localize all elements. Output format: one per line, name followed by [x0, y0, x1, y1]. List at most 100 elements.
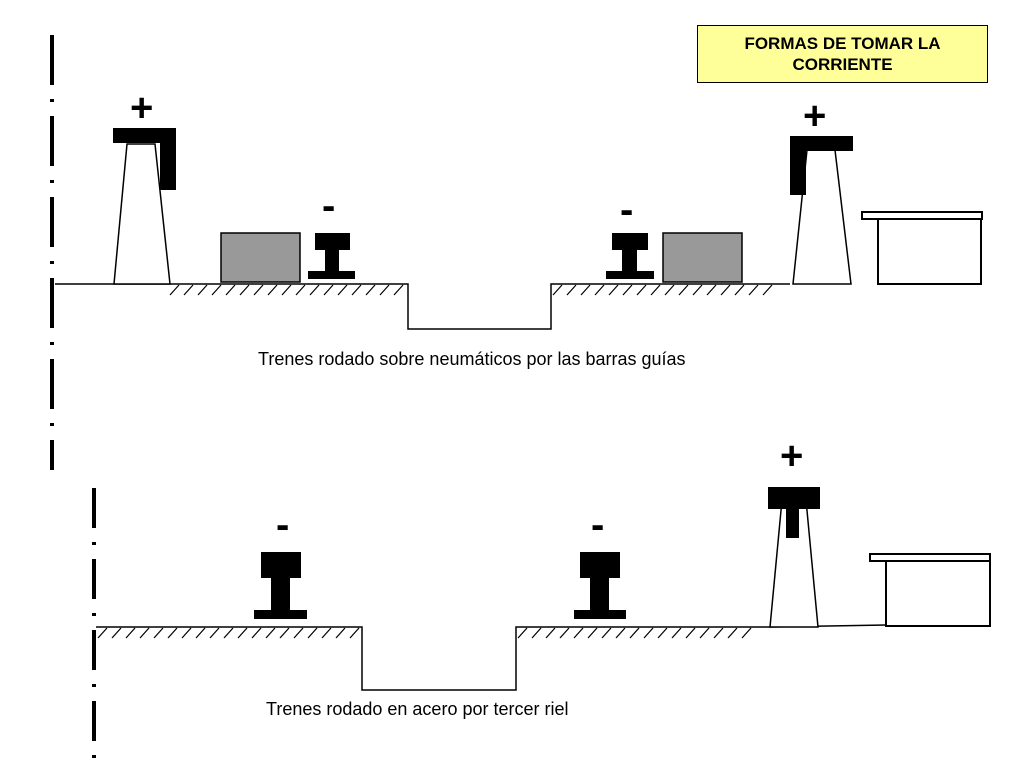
- right-guide-bar: [662, 232, 743, 283]
- hatch-mark: [181, 627, 192, 639]
- hatch-mark: [587, 627, 598, 639]
- bottom-ground-hatching-right: [517, 627, 752, 639]
- hatch-mark: [393, 284, 404, 296]
- bottom-right-negative-sign: -: [591, 503, 605, 547]
- hatch-mark: [251, 627, 262, 639]
- hatch-mark: [629, 627, 640, 639]
- left-negative-rail: [308, 233, 355, 279]
- hatch-mark: [552, 284, 563, 296]
- hatch-mark: [545, 627, 556, 639]
- hatch-mark: [720, 284, 731, 296]
- hatch-mark: [111, 627, 122, 639]
- hatch-mark: [573, 627, 584, 639]
- hatch-mark: [636, 284, 647, 296]
- hatch-mark: [594, 284, 605, 296]
- hatch-mark: [566, 284, 577, 296]
- hatch-mark: [223, 627, 234, 639]
- hatch-mark: [657, 627, 668, 639]
- hatch-mark: [734, 284, 745, 296]
- hatch-mark: [685, 627, 696, 639]
- hatch-mark: [727, 627, 738, 639]
- hatch-mark: [580, 284, 591, 296]
- hatch-mark: [153, 627, 164, 639]
- bottom-ground-line: [96, 624, 887, 691]
- hatch-mark: [295, 284, 306, 296]
- hatch-mark: [209, 627, 220, 639]
- bottom-left-negative-sign: -: [276, 503, 290, 547]
- hatch-mark: [608, 284, 619, 296]
- hatch-mark: [517, 627, 528, 639]
- hatch-mark: [559, 627, 570, 639]
- top-ground-hatching-left: [169, 284, 404, 296]
- bottom-platform-edge: [869, 553, 991, 562]
- hatch-mark: [699, 627, 710, 639]
- top-right-negative-sign: -: [620, 188, 634, 232]
- hatch-mark: [253, 284, 264, 296]
- hatch-mark: [225, 284, 236, 296]
- hatch-mark: [237, 627, 248, 639]
- hatch-mark: [167, 627, 178, 639]
- hatch-mark: [139, 627, 150, 639]
- top-left-positive-sign: +: [130, 86, 154, 130]
- left-guide-bar: [220, 232, 301, 283]
- hatch-mark: [643, 627, 654, 639]
- hatch-mark: [195, 627, 206, 639]
- bottom-left-negative-rail: [254, 552, 307, 619]
- bottom-ground-hatching-left: [97, 627, 360, 639]
- hatch-mark: [671, 627, 682, 639]
- hatch-mark: [309, 284, 320, 296]
- hatch-mark: [335, 627, 346, 639]
- hatch-mark: [197, 284, 208, 296]
- hatch-mark: [748, 284, 759, 296]
- left-positive-collector: [113, 128, 176, 190]
- hatch-mark: [239, 284, 250, 296]
- third-rail-positive-collector: [768, 487, 820, 538]
- top-right-positive-sign: +: [803, 94, 827, 138]
- hatch-mark: [622, 284, 633, 296]
- hatch-mark: [307, 627, 318, 639]
- hatch-mark: [601, 627, 612, 639]
- hatch-mark: [337, 284, 348, 296]
- hatch-mark: [365, 284, 376, 296]
- hatch-mark: [267, 284, 278, 296]
- top-left-negative-sign: -: [322, 184, 336, 228]
- title-text: FORMAS DE TOMAR LA CORRIENTE: [744, 34, 941, 74]
- hatch-mark: [762, 284, 773, 296]
- top-diagram: [50, 35, 983, 470]
- hatch-mark: [713, 627, 724, 639]
- top-ground-hatching-right: [552, 284, 773, 296]
- top-diagram-caption: Trenes rodado sobre neumáticos por las b…: [258, 349, 686, 369]
- hatch-mark: [125, 627, 136, 639]
- hatch-mark: [706, 284, 717, 296]
- hatch-mark: [321, 627, 332, 639]
- hatch-mark: [293, 627, 304, 639]
- hatch-mark: [169, 284, 180, 296]
- hatch-mark: [531, 627, 542, 639]
- top-ground-line: [55, 283, 790, 330]
- hatch-mark: [279, 627, 290, 639]
- bottom-platform: [885, 560, 991, 627]
- right-negative-rail: [606, 233, 654, 279]
- hatch-mark: [323, 284, 334, 296]
- title-box: FORMAS DE TOMAR LA CORRIENTE: [697, 25, 988, 83]
- hatch-mark: [741, 627, 752, 639]
- hatch-mark: [692, 284, 703, 296]
- hatch-mark: [379, 284, 390, 296]
- hatch-mark: [281, 284, 292, 296]
- hatch-mark: [351, 284, 362, 296]
- hatch-mark: [615, 627, 626, 639]
- left-support-pole: [113, 143, 171, 285]
- right-positive-collector: [790, 136, 853, 195]
- hatch-mark: [97, 627, 108, 639]
- hatch-mark: [650, 284, 661, 296]
- hatch-mark: [678, 284, 689, 296]
- bottom-diagram: [92, 487, 991, 765]
- hatch-mark: [183, 284, 194, 296]
- hatch-mark: [349, 627, 360, 639]
- bottom-diagram-caption: Trenes rodado en acero por tercer riel: [266, 699, 569, 719]
- top-platform-edge: [861, 211, 983, 220]
- bottom-right-negative-rail: [574, 552, 626, 619]
- hatch-mark: [211, 284, 222, 296]
- bottom-positive-sign: +: [780, 434, 804, 478]
